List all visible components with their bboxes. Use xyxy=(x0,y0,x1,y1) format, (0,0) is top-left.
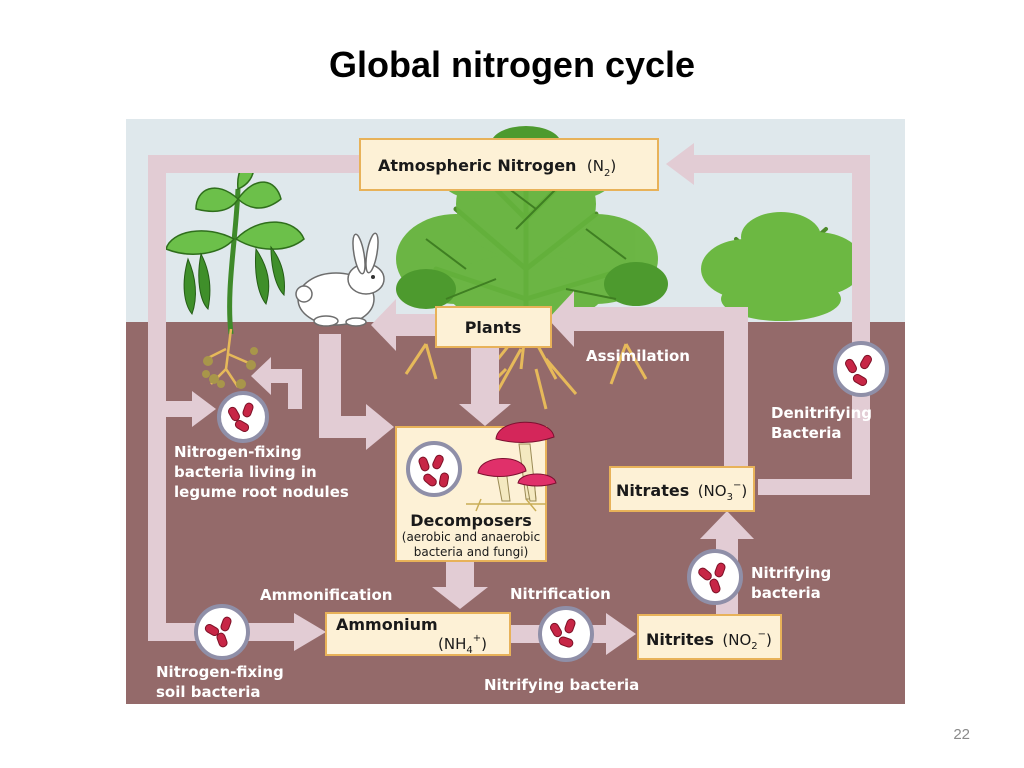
ammonium-formula: (NH xyxy=(438,635,466,653)
plants-to-decomposers-head xyxy=(459,404,511,426)
nitrites-sub: 2 xyxy=(751,641,757,652)
legume-label-2: bacteria living in xyxy=(174,463,317,481)
nitrates-formula: (NO xyxy=(698,482,727,500)
legume-up-head xyxy=(251,357,271,395)
bush-icon xyxy=(701,212,864,321)
decomposers-line1: (aerobic and anaerobic xyxy=(402,530,540,544)
bacteria-icon xyxy=(194,341,889,662)
nitrifying-bacteria-icon xyxy=(687,549,743,605)
soil-bacteria-icon xyxy=(194,604,250,660)
denitrification-bottom-bar xyxy=(758,479,870,495)
nitrates-box: Nitrates (NO3−) xyxy=(609,466,755,512)
assimilation-arrow-vertical xyxy=(724,307,748,467)
assimilation-arrow-horizontal xyxy=(566,307,748,331)
atmospheric-nitrogen-box: Atmospheric Nitrogen (N2) xyxy=(359,138,659,191)
plants-to-decomposers xyxy=(471,347,499,407)
ammonium-sup: + xyxy=(473,633,481,644)
ammonium-close: ) xyxy=(481,635,487,653)
legume-bacteria-icon xyxy=(217,391,269,443)
nitrites-sup: − xyxy=(758,629,766,640)
nitrites-close: ) xyxy=(766,631,772,649)
mushroom-icon xyxy=(466,421,557,512)
svg-text:Nitrites (NO2−): Nitrites (NO2−) xyxy=(646,629,772,652)
legume-bacteria-inflow xyxy=(148,401,196,417)
decomposers-line2: bacteria and fungi) xyxy=(414,545,529,559)
nitrifying-label-2: bacteria xyxy=(751,584,821,602)
slide-title: Global nitrogen cycle xyxy=(328,44,696,85)
soil-bacteria-inflow-head xyxy=(294,613,326,651)
denitrification-right-bar xyxy=(852,155,870,495)
nitrites-box: Nitrites (NO2−) xyxy=(637,614,782,660)
ammonium-sub: 4 xyxy=(466,645,472,656)
animal-to-decomposers-bar xyxy=(319,416,369,438)
soil-bacteria-label-2: soil bacteria xyxy=(156,683,261,701)
denitrifying-label-1: Denitrifying xyxy=(771,404,872,422)
assimilation-label: Assimilation xyxy=(586,347,690,365)
plants-label: Plants xyxy=(465,318,522,337)
atmospheric-nitrogen-label: Atmospheric Nitrogen xyxy=(378,156,576,175)
bean-plant-icon xyxy=(165,156,305,335)
nitrification-label: Nitrification xyxy=(510,585,611,603)
page-number: 22 xyxy=(953,726,970,743)
assimilation-arrow-head xyxy=(548,291,574,347)
denitrification-top-bar xyxy=(686,155,870,173)
nitrites-to-nitrates-head xyxy=(700,511,754,539)
nitrifying-bacteria-label: Nitrifying bacteria xyxy=(484,676,639,694)
decomposers-to-ammonium-head xyxy=(432,587,488,609)
nitrates-sub: 3 xyxy=(727,492,733,503)
ammonium-box: Ammonium (NH4+) xyxy=(325,612,511,656)
ammonium-to-nitrites-head xyxy=(606,613,636,655)
nitrates-close: ) xyxy=(741,482,747,500)
nitrifying-label-1: Nitrifying xyxy=(751,564,831,582)
left-cycle-arrow xyxy=(148,155,166,640)
legume-bacteria-inflow-head xyxy=(192,391,216,427)
denitrifying-label-2: Bacteria xyxy=(771,424,841,442)
soil-bacteria-label-1: Nitrogen-fixing xyxy=(156,663,284,681)
legume-label-1: Nitrogen-fixing xyxy=(174,443,302,461)
legume-up-bar xyxy=(266,369,302,383)
nitrates-sup: − xyxy=(733,480,741,491)
atmospheric-nitrogen-close: ) xyxy=(610,157,616,175)
plants-to-animal-head xyxy=(371,299,396,351)
animal-to-decomposers-head xyxy=(366,404,394,450)
atmospheric-nitrogen-sub: 2 xyxy=(604,168,610,179)
legume-label-3: legume root nodules xyxy=(174,483,349,501)
animal-to-decomposers xyxy=(319,334,341,424)
decomposers-label: Decomposers xyxy=(410,511,532,530)
svg-text:(NH4+): (NH4+) xyxy=(438,633,487,656)
rabbit-icon xyxy=(295,232,385,327)
ammonification-label: Ammonification xyxy=(260,586,392,604)
ammonium-label: Ammonium xyxy=(336,615,438,634)
svg-text:Nitrates (NO3−): Nitrates (NO3−) xyxy=(616,480,747,503)
nitrification-bacteria-icon xyxy=(538,606,594,662)
top-left-arrow-bar xyxy=(148,155,361,173)
svg-text:Atmospheric Nitrogen (N2: Atmospheric Nitrogen (N2) xyxy=(378,156,616,179)
plants-to-animal xyxy=(391,314,436,336)
nitrites-label: Nitrites xyxy=(646,630,714,649)
nitrites-formula: (NO xyxy=(722,631,751,649)
nitrogen-cycle-diagram: Atmospheric Nitrogen (N2) Plants Decompo… xyxy=(126,119,905,704)
denitrifying-bacteria-icon xyxy=(833,341,889,397)
decomposers-bacteria-icon xyxy=(406,441,462,497)
plants-box: Plants xyxy=(435,306,552,348)
denitrification-top-head xyxy=(666,143,694,185)
atmospheric-nitrogen-formula: (N xyxy=(587,157,604,175)
decomposers-to-ammonium xyxy=(446,561,474,591)
roots-icon xyxy=(202,328,258,389)
cycle-arrows xyxy=(148,143,870,655)
nitrates-label: Nitrates xyxy=(616,481,689,500)
